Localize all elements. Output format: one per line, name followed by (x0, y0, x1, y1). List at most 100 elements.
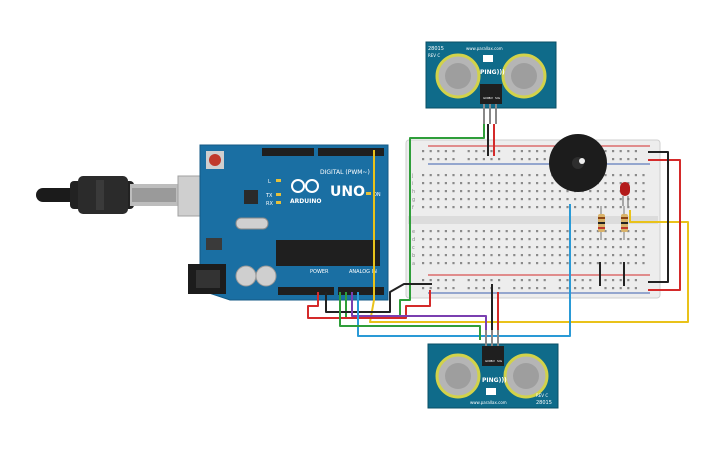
breadboard-hole[interactable] (543, 254, 546, 257)
breadboard-hole[interactable] (627, 182, 630, 185)
breadboard-hole[interactable] (536, 230, 539, 233)
breadboard-hole[interactable] (596, 190, 599, 193)
breadboard-hole[interactable] (543, 287, 546, 290)
led-icon[interactable] (620, 182, 630, 206)
breadboard-hole[interactable] (482, 246, 485, 249)
breadboard-hole[interactable] (467, 287, 470, 290)
breadboard-hole[interactable] (551, 238, 554, 241)
wire-blue[interactable] (357, 204, 571, 337)
breadboard-hole[interactable] (498, 262, 501, 265)
breadboard-hole[interactable] (581, 206, 584, 209)
breadboard-hole[interactable] (452, 254, 455, 257)
breadboard-hole[interactable] (589, 262, 592, 265)
breadboard-hole[interactable] (581, 287, 584, 290)
breadboard-hole[interactable] (482, 262, 485, 265)
breadboard-hole[interactable] (505, 254, 508, 257)
breadboard-hole[interactable] (589, 238, 592, 241)
breadboard-hole[interactable] (543, 198, 546, 201)
breadboard-hole[interactable] (482, 174, 485, 177)
breadboard-hole[interactable] (536, 238, 539, 241)
breadboard-hole[interactable] (460, 238, 463, 241)
breadboard-hole[interactable] (460, 206, 463, 209)
breadboard-hole[interactable] (604, 150, 607, 153)
breadboard-hole[interactable] (596, 198, 599, 201)
breadboard-hole[interactable] (528, 230, 531, 233)
breadboard-hole[interactable] (505, 198, 508, 201)
breadboard-hole[interactable] (498, 254, 501, 257)
breadboard-hole[interactable] (475, 254, 478, 257)
breadboard-hole[interactable] (627, 246, 630, 249)
breadboard-hole[interactable] (490, 238, 493, 241)
breadboard-hole[interactable] (627, 158, 630, 161)
reset-button-icon[interactable] (206, 151, 224, 169)
breadboard-hole[interactable] (574, 206, 577, 209)
breadboard-hole[interactable] (634, 206, 637, 209)
breadboard-hole[interactable] (422, 158, 425, 161)
breadboard-hole[interactable] (528, 190, 531, 193)
breadboard-hole[interactable] (634, 262, 637, 265)
breadboard-hole[interactable] (558, 230, 561, 233)
breadboard-hole[interactable] (437, 190, 440, 193)
breadboard-hole[interactable] (505, 182, 508, 185)
breadboard-hole[interactable] (422, 150, 425, 153)
breadboard-hole[interactable] (536, 198, 539, 201)
breadboard-hole[interactable] (627, 174, 630, 177)
breadboard-hole[interactable] (513, 254, 516, 257)
breadboard-hole[interactable] (444, 246, 447, 249)
breadboard-hole[interactable] (429, 190, 432, 193)
breadboard-hole[interactable] (634, 182, 637, 185)
breadboard-hole[interactable] (574, 262, 577, 265)
breadboard-hole[interactable] (627, 279, 630, 282)
breadboard-hole[interactable] (437, 279, 440, 282)
breadboard-hole[interactable] (437, 287, 440, 290)
breadboard-hole[interactable] (513, 206, 516, 209)
breadboard-hole[interactable] (505, 190, 508, 193)
breadboard-hole[interactable] (513, 262, 516, 265)
resistor-icon[interactable] (621, 206, 628, 240)
breadboard-hole[interactable] (452, 279, 455, 282)
breadboard-hole[interactable] (642, 198, 645, 201)
breadboard-hole[interactable] (634, 158, 637, 161)
breadboard-hole[interactable] (520, 190, 523, 193)
breadboard-hole[interactable] (536, 190, 539, 193)
breadboard-hole[interactable] (604, 254, 607, 257)
breadboard-hole[interactable] (634, 254, 637, 257)
breadboard-hole[interactable] (589, 190, 592, 193)
breadboard-hole[interactable] (422, 230, 425, 233)
breadboard-hole[interactable] (498, 230, 501, 233)
breadboard-hole[interactable] (429, 182, 432, 185)
breadboard-hole[interactable] (490, 262, 493, 265)
breadboard-hole[interactable] (429, 279, 432, 282)
breadboard-hole[interactable] (444, 279, 447, 282)
breadboard-hole[interactable] (604, 190, 607, 193)
breadboard-hole[interactable] (634, 287, 637, 290)
breadboard-hole[interactable] (604, 238, 607, 241)
breadboard-hole[interactable] (467, 198, 470, 201)
breadboard-hole[interactable] (498, 190, 501, 193)
breadboard-hole[interactable] (422, 198, 425, 201)
breadboard-hole[interactable] (520, 206, 523, 209)
breadboard-hole[interactable] (467, 246, 470, 249)
breadboard-hole[interactable] (558, 246, 561, 249)
breadboard-hole[interactable] (558, 198, 561, 201)
breadboard-hole[interactable] (528, 182, 531, 185)
breadboard-hole[interactable] (627, 254, 630, 257)
breadboard-hole[interactable] (520, 150, 523, 153)
breadboard-hole[interactable] (460, 230, 463, 233)
breadboard-hole[interactable] (619, 150, 622, 153)
breadboard-hole[interactable] (543, 279, 546, 282)
breadboard-hole[interactable] (612, 198, 615, 201)
breadboard-hole[interactable] (528, 254, 531, 257)
breadboard-hole[interactable] (422, 279, 425, 282)
breadboard-hole[interactable] (543, 150, 546, 153)
breadboard-hole[interactable] (520, 238, 523, 241)
breadboard-hole[interactable] (634, 190, 637, 193)
breadboard-hole[interactable] (505, 246, 508, 249)
breadboard-hole[interactable] (498, 246, 501, 249)
breadboard-hole[interactable] (604, 206, 607, 209)
breadboard-hole[interactable] (437, 230, 440, 233)
wire-red-rail-right[interactable] (648, 159, 681, 291)
breadboard-hole[interactable] (482, 287, 485, 290)
breadboard-hole[interactable] (619, 254, 622, 257)
breadboard-hole[interactable] (422, 206, 425, 209)
